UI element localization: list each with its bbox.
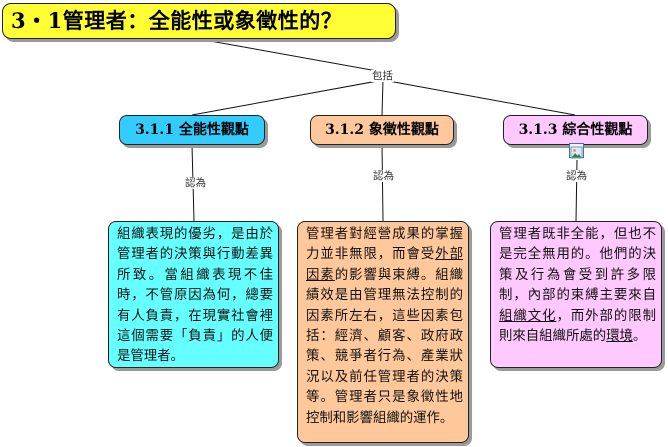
category-label: 3.1.1 全能性觀點 xyxy=(135,122,249,138)
description-text-part1: 管理者既非全能，但也不是完全無用的。他們的決策及行為會受到許多限制，內部的束縛主… xyxy=(499,227,656,304)
description-integrated: 管理者既非全能，但也不是完全無用的。他們的決策及行為會受到許多限制，內部的束縛主… xyxy=(490,221,662,368)
link-label-views-3: 認為 xyxy=(565,170,588,182)
category-label: 3.1.2 象徵性觀點 xyxy=(325,122,439,138)
link-label-views-2: 認為 xyxy=(372,170,395,182)
external-factors-link[interactable]: 外部因素 xyxy=(306,247,464,283)
environment-link[interactable]: 環境 xyxy=(606,329,633,345)
category-label: 3.1.3 綜合性觀點 xyxy=(518,122,633,138)
category-integrated-view: 3.1.3 綜合性觀點 xyxy=(503,115,648,145)
root-topic: 3・1管理者：全能性或象徵性的？ xyxy=(2,3,396,39)
description-text: 組織表現的優劣，是由於管理者的決策與行動差異所致。當組織表現不佳時，不管原因為何… xyxy=(117,227,273,365)
link-label-views-1: 認為 xyxy=(184,177,207,189)
root-title: 3・1管理者：全能性或象徵性的？ xyxy=(11,8,343,33)
description-text-part2: 的影響與束縛。組織績效是由管理無法控制的因素所左右，這些因素包括：經濟、顧客、政… xyxy=(306,267,464,426)
description-text-part1: 管理者對經營成果的掌握力並非無限，而會受 xyxy=(306,227,463,263)
description-text-part2: ，而外部的限制則來自組織所處的 xyxy=(499,308,657,345)
image-icon[interactable] xyxy=(569,143,584,159)
category-omnipotent-view: 3.1.1 全能性觀點 xyxy=(119,115,265,145)
description-symbolic: 管理者對經營成果的掌握力並非無限，而會受外部因素的影響與束縛。組織績效是由管理無… xyxy=(297,221,469,443)
link-label-includes: 包括 xyxy=(371,70,394,82)
category-symbolic-view: 3.1.2 象徵性觀點 xyxy=(310,115,454,145)
description-omnipotent: 組織表現的優劣，是由於管理者的決策與行動差異所致。當組織表現不佳時，不管原因為何… xyxy=(108,221,279,368)
description-text-part3: 。 xyxy=(632,329,647,345)
organizational-culture-link[interactable]: 組織文化 xyxy=(499,308,557,324)
